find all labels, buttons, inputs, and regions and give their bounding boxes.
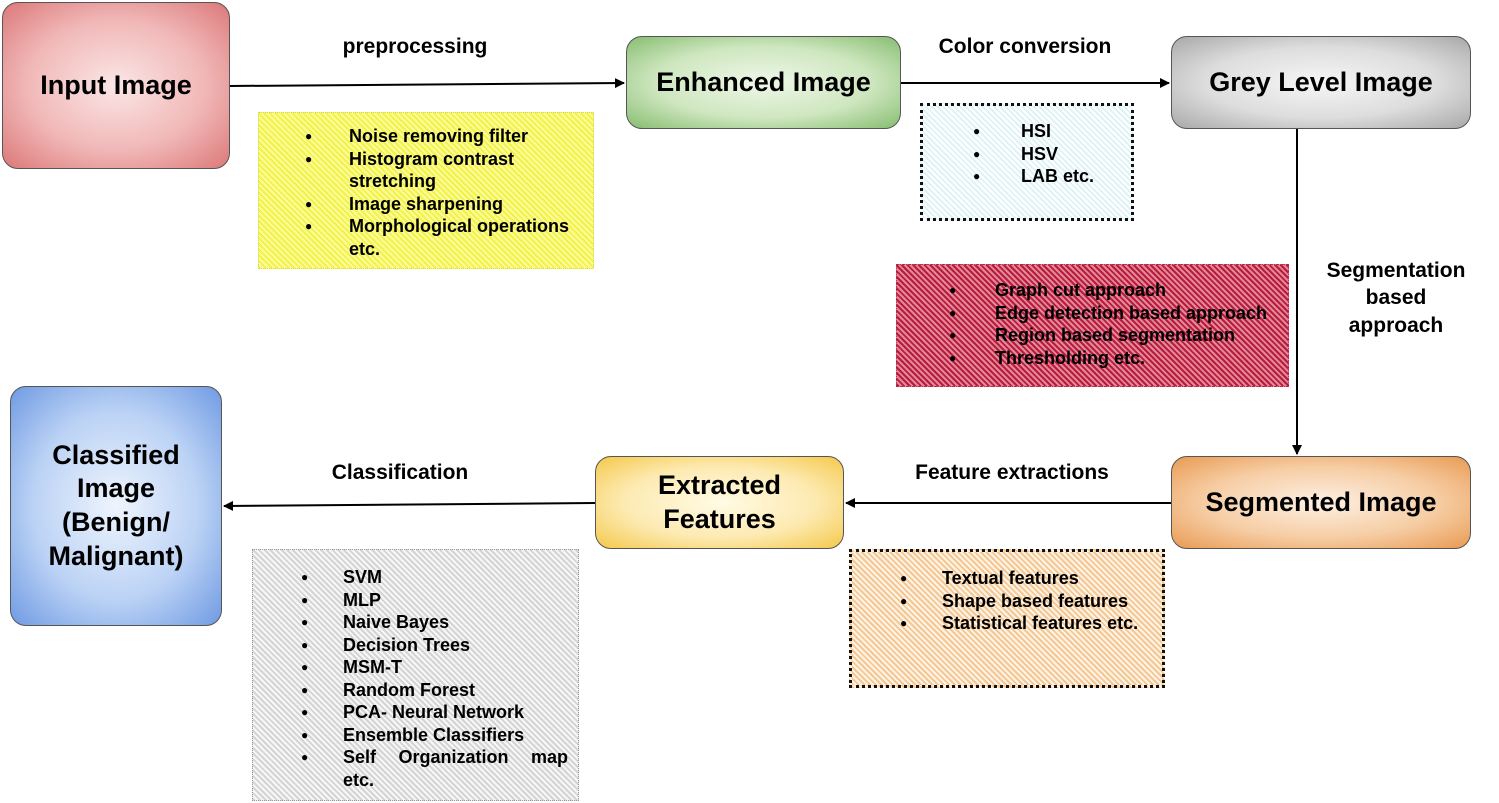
node-label: Grey Level Image [1209, 66, 1433, 97]
list-item: Region based segmentation [907, 324, 1278, 347]
node-label: Input Image [40, 69, 192, 100]
list-item: Noise removing filter [269, 125, 583, 148]
node-label-line: Image [76, 473, 156, 504]
edge-label-feature-extraction: Feature extractions [892, 459, 1132, 486]
node-label-line: Classified [52, 439, 180, 470]
node-label-line: (Benign/ [62, 507, 170, 537]
grey-level-image-node: Grey Level Image [1171, 36, 1471, 129]
list-item: Ensemble Classifiers [263, 724, 568, 747]
list-item: Graph cut approach [907, 279, 1278, 302]
list-item: HSV [933, 143, 1121, 166]
list-item: Textual features [862, 567, 1152, 590]
classification-methods-note: SVM MLP Naive Bayes Decision Trees MSM-T… [252, 549, 579, 801]
edge-label-line: approach [1348, 313, 1444, 337]
node-label-line: Malignant) [48, 540, 184, 571]
list-item: Statistical features etc. [862, 612, 1152, 635]
edge-label-text: preprocessing [342, 35, 488, 58]
node-label: Enhanced Image [656, 66, 871, 97]
list-item: Edge detection based approach [907, 302, 1278, 325]
edge-label-segmentation: Segmentation based approach [1310, 257, 1482, 339]
list-item: SVM [263, 566, 568, 589]
list-item: Image sharpening [269, 193, 583, 216]
list-item: Morphological operations etc. [269, 215, 583, 260]
list-item: PCA- Neural Network [263, 701, 568, 724]
edge-label-color-conversion: Color conversion [905, 33, 1145, 60]
arrow-input-to-enhanced [229, 78, 625, 89]
list-item: Thresholding etc. [907, 347, 1278, 370]
color-conversion-methods-note: HSI HSV LAB etc. [920, 103, 1134, 221]
list-item: LAB etc. [933, 165, 1121, 188]
segmented-image-node: Segmented Image [1171, 456, 1471, 549]
edge-label-text: Feature extractions [915, 461, 1109, 484]
list-item: Decision Trees [263, 634, 568, 657]
preprocessing-methods-note: Noise removing filter Histogram contrast… [258, 112, 594, 269]
list-item: Self Organization map etc. [263, 746, 568, 791]
node-label-line: Extracted [657, 469, 782, 500]
edge-label-text: Color conversion [938, 35, 1112, 58]
edge-label-text: Classification [331, 461, 469, 484]
feature-extraction-methods-note: Textual features Shape based features St… [849, 549, 1165, 688]
edge-label-preprocessing: preprocessing [300, 33, 530, 60]
classified-image-node: Classified Image (Benign/ Malignant) [10, 386, 222, 626]
arrow-features-to-classified [223, 500, 596, 511]
list-item: Shape based features [862, 590, 1152, 613]
node-label: Segmented Image [1205, 486, 1437, 517]
list-item: Naive Bayes [263, 611, 568, 634]
segmentation-methods-note: Graph cut approach Edge detection based … [896, 264, 1289, 387]
list-item: HSI [933, 120, 1121, 143]
list-item: MLP [263, 589, 568, 612]
edge-label-classification: Classification [300, 459, 500, 486]
enhanced-image-node: Enhanced Image [626, 36, 901, 129]
list-item: MSM-T [263, 656, 568, 679]
input-image-node: Input Image [2, 2, 230, 169]
edge-label-line: Segmentation [1326, 259, 1466, 282]
list-item: Histogram contrast stretching [269, 148, 583, 193]
edge-label-line: based [1365, 286, 1427, 310]
list-item: Random Forest [263, 679, 568, 702]
node-label-line: Features [663, 503, 776, 534]
extracted-features-node: Extracted Features [595, 456, 844, 549]
